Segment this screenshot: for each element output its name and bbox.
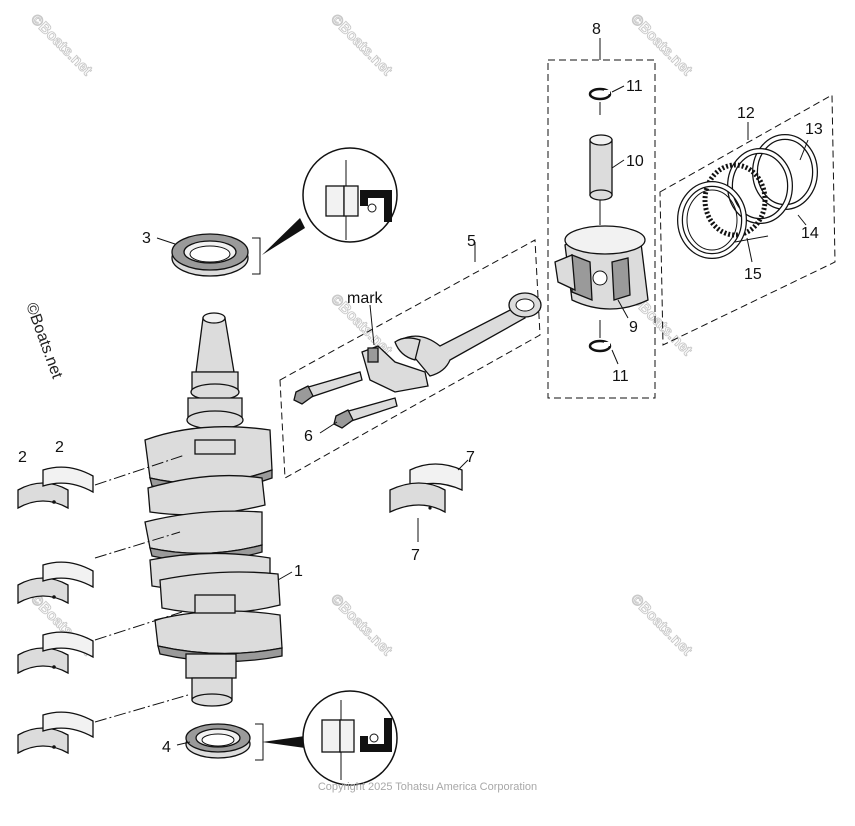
oil-seal-lower[interactable] <box>185 723 251 759</box>
piston-pin-clip-upper[interactable] <box>588 87 612 101</box>
callout-4: 4 <box>162 739 171 756</box>
main-bearings[interactable] <box>17 454 189 755</box>
piston[interactable] <box>554 225 649 310</box>
rod-bearings[interactable] <box>389 463 463 514</box>
crankshaft[interactable] <box>144 312 283 707</box>
piston-rings[interactable] <box>677 134 818 259</box>
callout-labels: 1 2 2 3 4 5 6 7 7 8 9 10 11 11 12 13 14 … <box>18 21 823 756</box>
watermark: ©Boats.net <box>627 591 695 659</box>
conrod-group-box <box>279 239 541 479</box>
watermark: ©Boats.net <box>327 11 395 79</box>
callout-3: 3 <box>142 230 151 247</box>
callout-8: 8 <box>592 21 601 38</box>
conrod-bolts[interactable] <box>293 371 398 429</box>
mark-label: mark <box>347 290 384 307</box>
callout-13: 13 <box>805 121 823 138</box>
callout-5: 5 <box>467 233 476 250</box>
watermark: ©Boats.net <box>27 11 95 79</box>
seal-detail-lower <box>262 690 398 786</box>
callout-9: 9 <box>629 319 638 336</box>
watermark-side: ©Boats.net <box>22 301 65 382</box>
callout-2: 2 <box>55 439 64 456</box>
callout-1: 1 <box>294 563 303 580</box>
connecting-rod[interactable] <box>361 292 542 393</box>
callout-7: 7 <box>411 547 420 564</box>
callout-14: 14 <box>801 225 819 242</box>
oil-seal-upper[interactable] <box>171 233 249 277</box>
seal-detail-upper <box>262 147 398 255</box>
callout-15: 15 <box>744 266 762 283</box>
callout-11: 11 <box>612 368 629 385</box>
watermarks: ©Boats.net ©Boats.net ©Boats.net ©Boats.… <box>22 10 696 659</box>
piston-pin-clip-lower[interactable] <box>588 339 612 353</box>
piston-group-box <box>547 59 656 399</box>
callout-7: 7 <box>466 449 475 466</box>
watermark: ©Boats.net <box>627 11 695 79</box>
ring-set-box <box>659 94 836 346</box>
watermark: ©Boats.net <box>327 591 395 659</box>
callout-10: 10 <box>626 153 644 170</box>
piston-pin[interactable] <box>589 134 613 201</box>
callout-11: 11 <box>626 78 643 95</box>
copyright-notice: Copyright 2025 Tohatsu America Corporati… <box>317 781 538 793</box>
callout-6: 6 <box>304 428 313 445</box>
callout-12: 12 <box>737 105 755 122</box>
callout-2: 2 <box>18 449 27 466</box>
